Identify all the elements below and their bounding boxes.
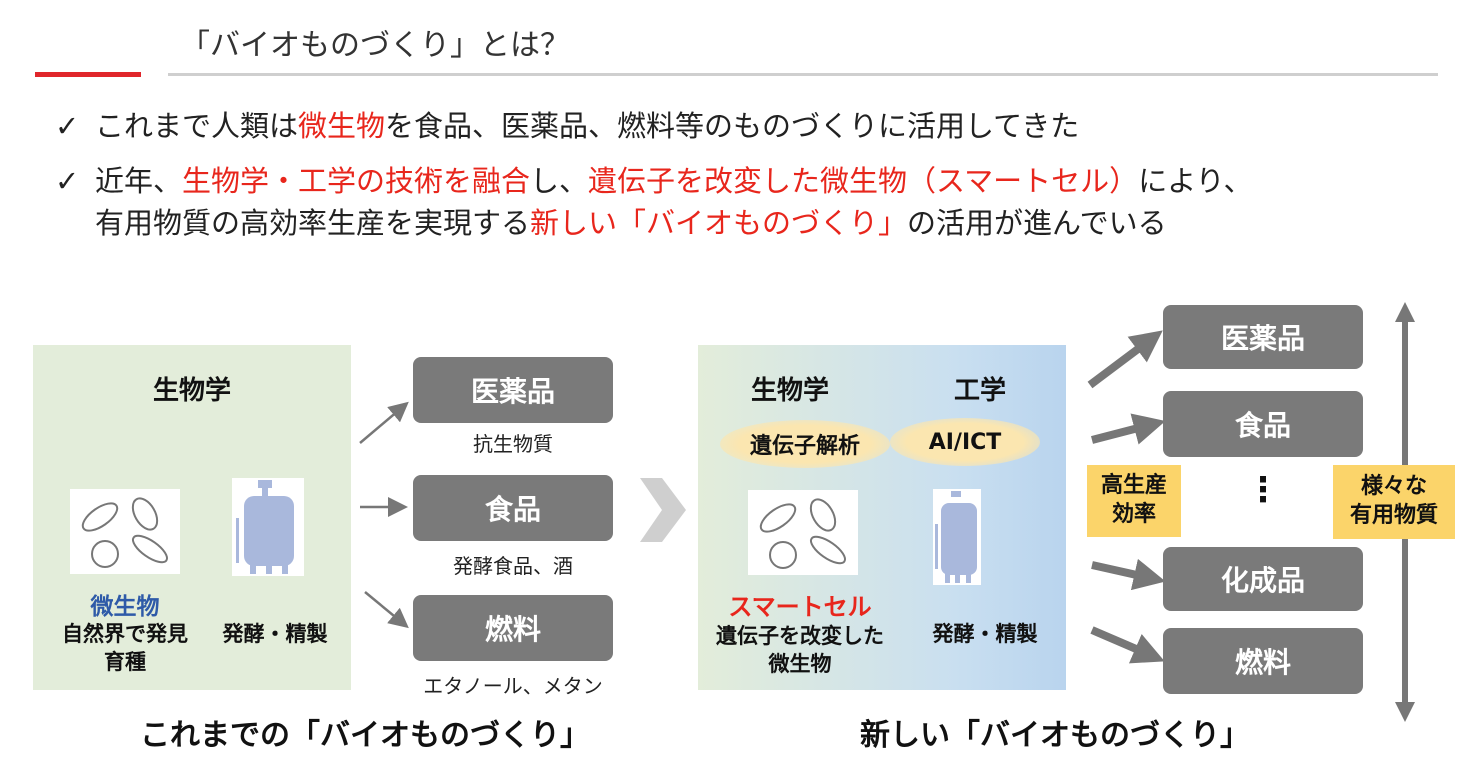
tech-eng-oval: AI/ICT	[890, 418, 1040, 466]
efficiency-label: 高生産 効率	[1087, 465, 1181, 537]
output-box-pharma: 医薬品	[1163, 305, 1363, 369]
highlight-text: 生物学・工学の技術を融合	[182, 164, 531, 198]
bullet-text: により、	[1138, 164, 1253, 198]
product-example: 発酵食品、酒	[453, 554, 573, 578]
product-example: 抗生物質	[473, 432, 553, 456]
bullet-text: し、	[530, 164, 589, 198]
product-box-pharma: 医薬品	[413, 357, 613, 423]
microbe-desc: 自然界で発見	[62, 622, 188, 646]
microbe-icon	[70, 489, 180, 574]
tech-bio-oval: 遺伝子解析	[720, 420, 890, 468]
product-box-fuel: 燃料	[413, 595, 613, 661]
right-caption: 新しい「バイオものづくり」	[860, 718, 1250, 753]
microbe-desc-2: 育種	[104, 650, 146, 674]
output-box-food: 食品	[1163, 391, 1363, 457]
highlight-text: 微生物	[298, 109, 386, 143]
bullet-item: ✓ これまで人類は微生物を食品、医薬品、燃料等のものづくりに活用してきた	[55, 103, 1079, 145]
bullet-item: 有用物質の高効率生産を実現する新しい「バイオものづくり」の活用が進んでいる	[55, 200, 1167, 242]
title-divider	[168, 73, 1438, 76]
smartcell-desc-2: 微生物	[768, 652, 832, 676]
smartcell-icon	[748, 490, 858, 575]
bullet-text: これまで人類は	[95, 109, 299, 143]
variety-label: 様々な 有用物質	[1333, 465, 1455, 539]
left-heading: 生物学	[152, 376, 231, 406]
left-process-label: 発酵・精製	[222, 622, 328, 646]
check-icon: ✓	[55, 164, 80, 198]
product-example: エタノール、メタン	[423, 674, 603, 698]
output-box-fuel: 燃料	[1163, 628, 1363, 694]
left-caption: これまでの「バイオものづくり」	[140, 718, 590, 753]
smartcell-desc: 遺伝子を改変した	[716, 624, 884, 648]
bullet-text: 近年、	[95, 164, 183, 198]
right-process-label: 発酵・精製	[932, 622, 1038, 646]
transition-chevron	[640, 478, 686, 542]
right-heading-bio: 生物学	[750, 376, 829, 406]
bullet-text: を食品、医薬品、燃料等のものづくりに活用してきた	[385, 109, 1080, 143]
bullet-text: 有用物質の高効率生産を実現する	[95, 206, 531, 240]
check-icon: ✓	[55, 109, 80, 143]
output-box-chemicals: 化成品	[1163, 547, 1363, 611]
right-heading-eng: 工学	[953, 376, 1006, 406]
title-accent-bar	[35, 72, 141, 77]
highlight-text: 新しい「バイオものづくり」	[530, 206, 908, 240]
bullet-item: ✓ 近年、生物学・工学の技術を融合し、遺伝子を改変した微生物（スマートセル）により…	[55, 158, 1252, 200]
fermenter-icon	[232, 478, 304, 576]
product-box-food: 食品	[413, 475, 613, 541]
microbe-label: 微生物	[90, 594, 160, 620]
highlight-text: 遺伝子を改変した微生物（スマートセル）	[588, 164, 1139, 198]
fermenter-icon	[933, 489, 981, 585]
slide-title: 「バイオものづくり」とは？	[180, 28, 570, 63]
smartcell-label: スマートセル	[728, 593, 872, 621]
ellipsis: ⋮	[1246, 470, 1280, 510]
bullet-text: の活用が進んでいる	[907, 206, 1167, 240]
